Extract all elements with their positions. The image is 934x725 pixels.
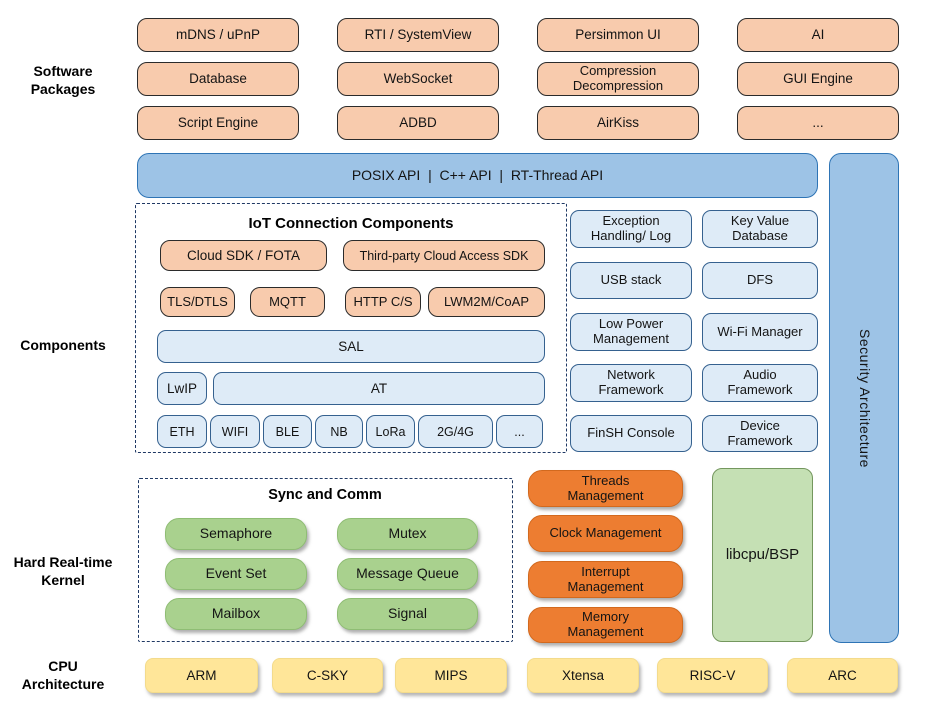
ipc-box: Mailbox: [165, 598, 307, 630]
ipc-box: Signal: [337, 598, 478, 630]
protocol-box: HTTP C/S: [345, 287, 421, 317]
protocol-box: LWM2M/CoAP: [428, 287, 545, 317]
sync-and-comm-title: Sync and Comm: [268, 487, 382, 503]
sal-layer: SAL: [157, 330, 545, 363]
at-layer: AT: [213, 372, 545, 405]
cpu-arch-box: C-SKY: [272, 658, 383, 693]
management-box: Threads Management: [528, 470, 683, 507]
service-box: Key Value Database: [702, 210, 818, 248]
service-box: FinSH Console: [570, 415, 692, 452]
link-box: NB: [315, 415, 363, 448]
package-box: WebSocket: [337, 62, 499, 96]
service-box: Device Framework: [702, 415, 818, 452]
protocol-box: MQTT: [250, 287, 325, 317]
link-box: LoRa: [366, 415, 415, 448]
package-box: Database: [137, 62, 299, 96]
management-box: Interrupt Management: [528, 561, 683, 598]
label-cpu-architecture: CPU Architecture: [21, 658, 105, 693]
iot-connection-components-box: [135, 203, 567, 453]
management-box: Memory Management: [528, 607, 683, 643]
security-architecture-label: Security Architecture: [856, 328, 873, 468]
package-box: AirKiss: [537, 106, 699, 140]
service-box: Network Framework: [570, 364, 692, 402]
package-box: RTI / SystemView: [337, 18, 499, 52]
package-box: Script Engine: [137, 106, 299, 140]
api-bar: POSIX API | C++ API | RT-Thread API: [137, 153, 818, 198]
label-software-packages: Software Packages: [30, 63, 96, 98]
service-box: DFS: [702, 262, 818, 299]
link-box: ...: [496, 415, 543, 448]
package-box: Compression Decompression: [537, 62, 699, 96]
cloud-sdk-box: Cloud SDK / FOTA: [160, 240, 327, 271]
package-box: AI: [737, 18, 899, 52]
link-box: BLE: [263, 415, 312, 448]
link-box: ETH: [157, 415, 207, 448]
cpu-arch-box: ARC: [787, 658, 898, 693]
cpu-arch-box: RISC-V: [657, 658, 768, 693]
service-box: Low Power Management: [570, 313, 692, 351]
ipc-box: Event Set: [165, 558, 307, 590]
label-kernel: Hard Real-time Kernel: [13, 554, 113, 589]
link-layer-row: ETH WIFI BLE NB LoRa 2G/4G ...: [157, 415, 546, 448]
package-box: Persimmon UI: [537, 18, 699, 52]
service-box: Audio Framework: [702, 364, 818, 402]
service-box: Wi-Fi Manager: [702, 313, 818, 351]
cpu-arch-box: ARM: [145, 658, 258, 693]
software-packages-grid: mDNS / uPnP RTI / SystemView Persimmon U…: [137, 18, 899, 140]
libcpu-bsp-box: libcpu/BSP: [712, 468, 813, 642]
package-box: ADBD: [337, 106, 499, 140]
protocol-box: TLS/DTLS: [160, 287, 235, 317]
package-box: ...: [737, 106, 899, 140]
link-box: 2G/4G: [418, 415, 493, 448]
ipc-box: Message Queue: [337, 558, 478, 590]
cpu-arch-box: MIPS: [395, 658, 507, 693]
package-box: mDNS / uPnP: [137, 18, 299, 52]
label-components: Components: [20, 337, 106, 353]
ipc-box: Semaphore: [165, 518, 307, 550]
link-box: WIFI: [210, 415, 260, 448]
sync-and-comm-box: [138, 478, 513, 642]
lwip-box: LwIP: [157, 372, 207, 405]
iot-connection-components-title: IoT Connection Components: [248, 215, 454, 232]
management-box: Clock Management: [528, 515, 683, 552]
service-box: USB stack: [570, 262, 692, 299]
ipc-box: Mutex: [337, 518, 478, 550]
service-box: Exception Handling/ Log: [570, 210, 692, 248]
security-architecture-bar: Security Architecture: [829, 153, 899, 643]
third-party-cloud-box: Third-party Cloud Access SDK: [343, 240, 545, 271]
cpu-arch-box: Xtensa: [527, 658, 639, 693]
package-box: GUI Engine: [737, 62, 899, 96]
